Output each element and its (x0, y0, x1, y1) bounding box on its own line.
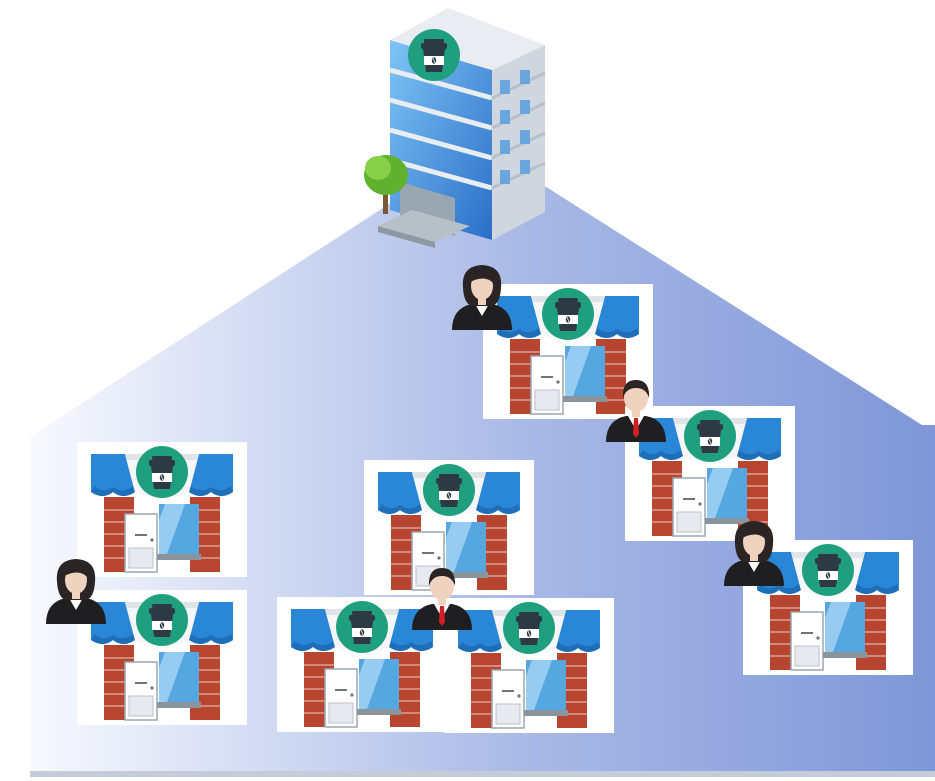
headquarters-building-icon (364, 8, 546, 248)
region-background (30, 145, 935, 774)
storefront-icon (77, 442, 247, 577)
store-4 (77, 442, 247, 577)
storefront-icon (743, 540, 913, 675)
store-3 (743, 540, 913, 675)
